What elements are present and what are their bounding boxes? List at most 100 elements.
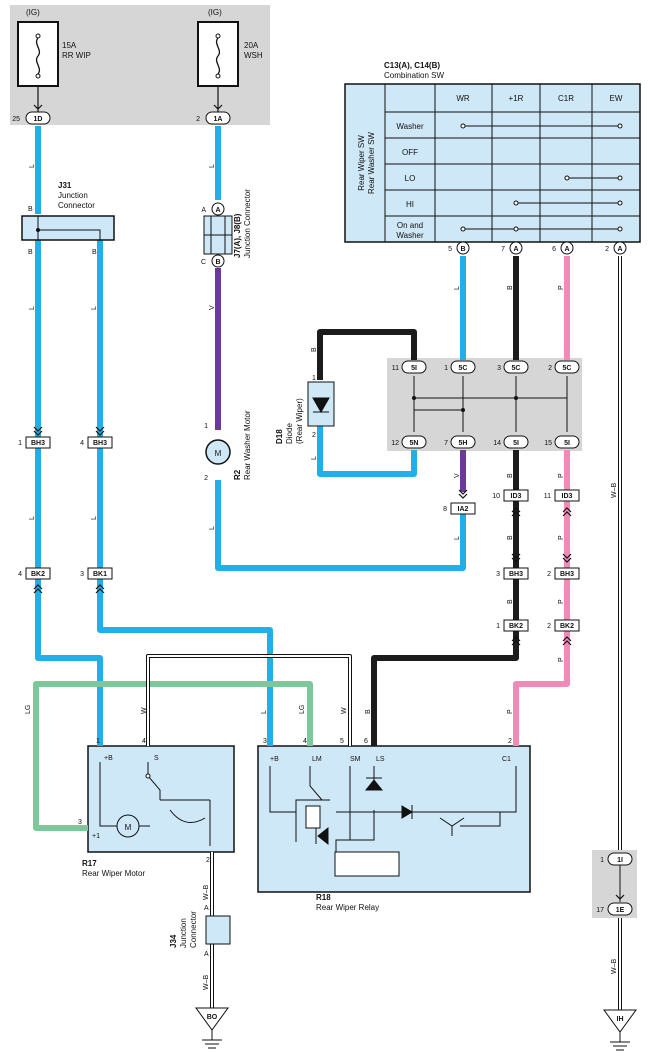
bk1-pin: 3	[80, 571, 84, 578]
combo-pin-num-1: 5	[448, 246, 452, 253]
bk1-conn: BK1	[93, 571, 107, 578]
wire-label-l-11: L	[261, 710, 268, 714]
c1i-pin: 1	[600, 857, 604, 864]
j34: A A J34 Junction Connector	[169, 905, 231, 958]
d18-code: D18	[275, 429, 284, 444]
combo-pin-conn-1: B	[460, 246, 465, 253]
j7-code: J7(A), J8(B)	[233, 213, 242, 258]
j7-top-conn: A	[215, 207, 220, 214]
fuse1-rating: 15A	[62, 41, 77, 50]
jb-top-pin-1: 11	[392, 365, 399, 372]
fuse1-conn: 1D	[34, 116, 43, 123]
ground-left-label: BO	[207, 1014, 218, 1021]
jb-bot-pin-1: 12	[391, 440, 399, 447]
r2-m: M	[215, 449, 222, 458]
combo-title: Combination SW	[384, 71, 444, 80]
combo-col-c1r: C1R	[558, 94, 574, 103]
combo-pins: B 5 A 7 A 6 A 2	[448, 241, 627, 255]
r18-term-b: +B	[270, 756, 279, 763]
r17-pin-4: 4	[142, 738, 146, 745]
wire-label-lg-1: LG	[25, 705, 32, 714]
j34-name2: Connector	[189, 911, 198, 948]
r17-pin-1: 1	[96, 738, 100, 745]
r17-internals: 1 4 3 2 +B S +1 M R17 Rear Wiper Motor	[78, 738, 211, 878]
wire-label-p-6: P	[507, 709, 514, 714]
wire-label-b-2: B	[507, 473, 514, 478]
r17-term-1: +1	[92, 833, 100, 840]
jb-bot-pin-4: 15	[544, 440, 552, 447]
j31-name2: Connector	[58, 201, 95, 210]
j31-code: J31	[58, 181, 72, 190]
wire-label-b-1: B	[507, 285, 514, 290]
combo-row-on-and: On and	[397, 221, 423, 230]
r2-p1: 1	[204, 423, 208, 430]
bh3d-conn: BH3	[560, 571, 574, 578]
combo-col-1r: +1R	[509, 94, 524, 103]
jb-top-conn-3: 5C	[512, 365, 521, 372]
combo-row-on-washer: Washer	[396, 231, 424, 240]
fuse1-ig: (IG)	[26, 8, 40, 17]
connector-arrows	[33, 104, 625, 900]
combo-side-label-2: Rear Washer SW	[367, 132, 376, 194]
wire-label-w-2: W	[341, 707, 348, 714]
combo-pin-num-2: 7	[501, 246, 505, 253]
ground-icon: BO	[195, 1007, 229, 1049]
fuse2-icon	[215, 37, 221, 75]
wire-label-wb-1: W–B	[611, 483, 618, 499]
wires	[33, 126, 622, 1010]
wire-label-b-6: B	[365, 709, 372, 714]
relay-ic-icon	[334, 851, 400, 877]
fuse2-pin: 2	[196, 116, 200, 123]
d18-name2: (Rear Wiper)	[295, 398, 304, 444]
ground-right-label: IH	[617, 1016, 624, 1023]
r17-code: R17	[82, 859, 97, 868]
bh3b-pin: 4	[80, 440, 84, 447]
bh3d-pin: 2	[547, 571, 551, 578]
fuse1-icon	[35, 37, 41, 75]
relay-diode3-icon	[315, 826, 329, 846]
wire-labels: L L L L L L V L L B P V L B B B P P P P …	[25, 164, 618, 990]
j34-bot: A	[204, 951, 209, 958]
id3a-conn: ID3	[511, 493, 522, 500]
fuse2-rating: 20A	[244, 41, 259, 50]
j31-box	[21, 215, 115, 241]
ia2-pin: 8	[443, 506, 447, 513]
bh3c-pin: 3	[496, 571, 500, 578]
fuse1-name: RR WIP	[62, 51, 91, 60]
relay-coil-icon	[305, 805, 321, 829]
combo-pin-num-3: 6	[552, 246, 556, 253]
j34-top: A	[204, 905, 209, 912]
jb-bot-conn-1: 5N	[410, 440, 419, 447]
wire-label-l-6: L	[209, 164, 216, 168]
r18-pin-5: 5	[340, 738, 344, 745]
bk2b-pin: 1	[496, 623, 500, 630]
combo-row-off: OFF	[402, 148, 418, 157]
r18-pin-2: 2	[508, 738, 512, 745]
c1e-pin: 17	[596, 907, 604, 914]
jb-bottom-pins: 5N 12 5H 7 5I 14 5I 15	[391, 435, 580, 449]
j31-name1: Junction	[58, 191, 88, 200]
id3a-pin: 10	[492, 493, 500, 500]
d18-p2: 2	[312, 432, 316, 439]
jb-bot-pin-3: 14	[493, 440, 501, 447]
r2-p2: 2	[204, 475, 208, 482]
r17-m: M	[125, 823, 132, 832]
wire-label-p-1: P	[558, 285, 565, 290]
wire-label-p-5: P	[558, 657, 565, 662]
j7-bot-conn: B	[215, 259, 220, 266]
wire-label-lg-2: LG	[299, 705, 306, 714]
r18-pin-3: 3	[263, 738, 267, 745]
r17-term-b: +B	[104, 755, 113, 762]
jb-bot-conn-4: 5I	[564, 440, 570, 447]
j34-box	[205, 915, 231, 945]
bk2c-pin: 2	[547, 623, 551, 630]
c1i-conn: 1I	[617, 857, 623, 864]
j34-name1: Junction	[179, 918, 188, 948]
ground-icon: IH	[603, 1009, 637, 1051]
jb-bot-pin-2: 7	[444, 440, 448, 447]
wire-label-b-4: B	[507, 599, 514, 604]
relay-transistor-icon	[439, 817, 465, 836]
j31-pin-l: B	[28, 249, 33, 256]
fuse2-name: WSH	[244, 51, 263, 60]
